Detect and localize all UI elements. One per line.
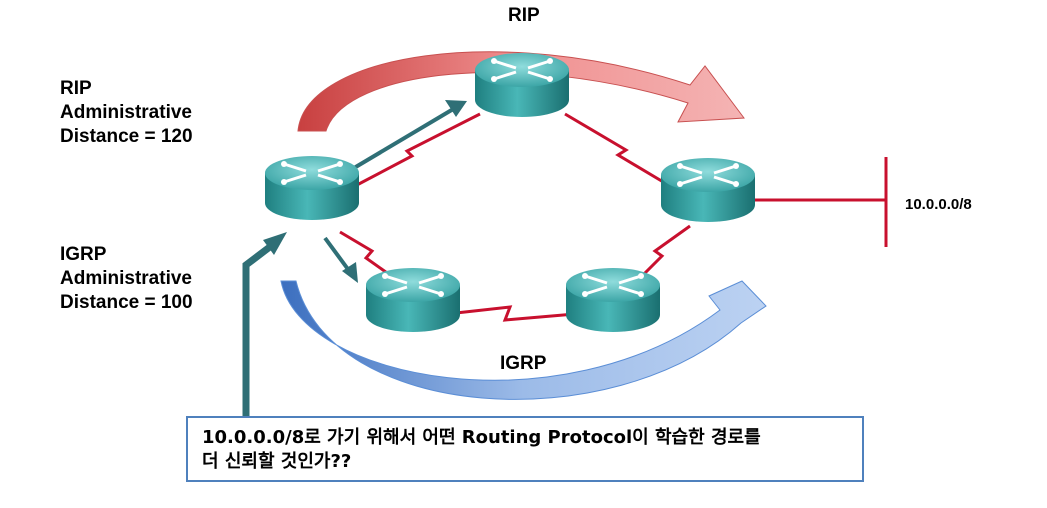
arrowhead-to-r4 — [342, 262, 358, 283]
router-arrows-icon — [582, 273, 644, 297]
router-arrows-icon — [281, 161, 343, 185]
network-label: 10.0.0.0/8 — [905, 196, 972, 213]
arrow-from-question — [242, 240, 278, 418]
question-box: 10.0.0.0/8로 가기 위해서 어떤 Routing Protocol이 … — [186, 416, 864, 482]
router-arrows-icon — [382, 273, 444, 297]
rip-ad-line-1: RIP — [60, 78, 92, 99]
router-right — [661, 158, 755, 222]
teal-arrows — [242, 106, 457, 418]
igrp-ad-label: IGRP Administrative Distance = 100 — [60, 243, 193, 315]
rip-top-label: RIP — [508, 5, 540, 26]
igrp-ad-line-3: Distance = 100 — [60, 292, 193, 313]
igrp-bottom-label: IGRP — [500, 353, 547, 374]
link-r1-r4 — [339, 230, 391, 277]
igrp-route-arrow — [280, 280, 767, 400]
router-bottom-right — [566, 268, 660, 332]
arrowhead-from-question — [263, 232, 287, 255]
router-arrows-icon — [677, 163, 739, 187]
rip-route-arrow — [297, 51, 745, 132]
links — [339, 112, 888, 322]
rip-ad-line-2: Administrative — [60, 102, 192, 123]
rip-ad-line-3: Distance = 120 — [60, 126, 193, 147]
router-arrows-icon — [491, 58, 553, 82]
link-r5-r3 — [628, 224, 691, 290]
question-line-2: 더 신뢰할 것인가?? — [202, 451, 352, 472]
teal-arrowheads — [263, 100, 467, 283]
link-r1-r2 — [354, 112, 481, 188]
router-top — [475, 53, 569, 117]
router-left — [265, 156, 359, 220]
link-r4-r5 — [455, 305, 576, 322]
arrow-to-r2 — [352, 106, 457, 170]
router-bottom-left — [366, 268, 460, 332]
arrowhead-to-r2 — [445, 100, 467, 117]
link-r2-r3 — [564, 112, 671, 188]
arrow-to-r4 — [323, 236, 352, 274]
igrp-ad-line-1: IGRP — [60, 244, 107, 265]
question-line-1: 10.0.0.0/8로 가기 위해서 어떤 Routing Protocol이 … — [202, 427, 761, 448]
rip-ad-label: RIP Administrative Distance = 120 — [60, 77, 193, 149]
igrp-ad-line-2: Administrative — [60, 268, 192, 289]
